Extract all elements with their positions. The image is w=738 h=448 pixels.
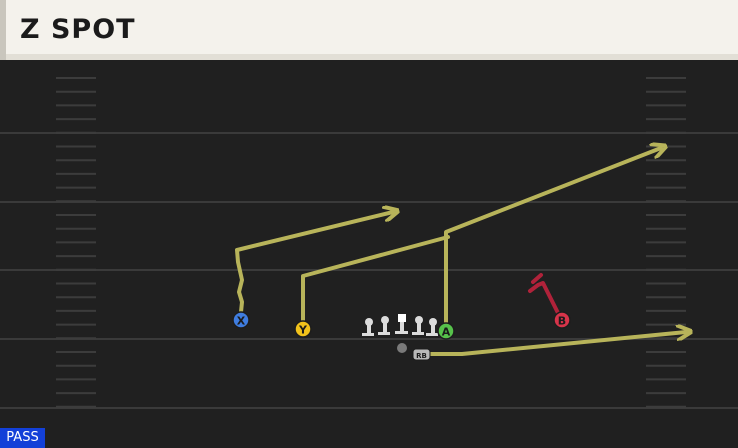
route-y [301, 235, 450, 324]
player-rb[interactable]: RB [412, 348, 431, 361]
play-diagram: X Y A B RB [0, 77, 738, 409]
center [395, 314, 408, 334]
play-field: X Y A B RB [0, 60, 738, 448]
route-x [235, 212, 393, 314]
player-x[interactable]: X [232, 311, 250, 329]
play-type-badge: PASS [0, 428, 45, 448]
player-x-label: X [237, 315, 246, 328]
route-a [444, 148, 661, 326]
routes [235, 148, 686, 356]
player-b-label: B [558, 315, 566, 328]
player-b-token [553, 311, 571, 329]
player-rb-label: RB [416, 352, 427, 360]
player-b[interactable]: B [553, 311, 571, 329]
lineman [362, 318, 374, 336]
offensive-line [362, 314, 438, 336]
player-y-token [294, 320, 312, 338]
player-a-label: A [442, 326, 451, 339]
yard-lines [0, 132, 738, 409]
player-y-label: Y [298, 324, 308, 337]
route-rb [428, 332, 686, 356]
quarterback-marker [397, 343, 407, 353]
player-a-token [437, 322, 455, 340]
lineman [378, 316, 390, 335]
lineman [426, 318, 438, 336]
block-bar [531, 273, 543, 284]
player-rb-token [412, 348, 431, 361]
lineman [412, 316, 424, 335]
hash-marks-right [646, 77, 686, 408]
player-a[interactable]: A [437, 322, 455, 340]
player-y[interactable]: Y [294, 320, 312, 338]
play-header: Z SPOT [0, 0, 738, 60]
route-b-block [528, 281, 561, 317]
hash-marks-left [56, 77, 96, 408]
header-accent-bar [0, 0, 6, 60]
player-x-token [232, 311, 250, 329]
play-title: Z SPOT [20, 14, 136, 45]
